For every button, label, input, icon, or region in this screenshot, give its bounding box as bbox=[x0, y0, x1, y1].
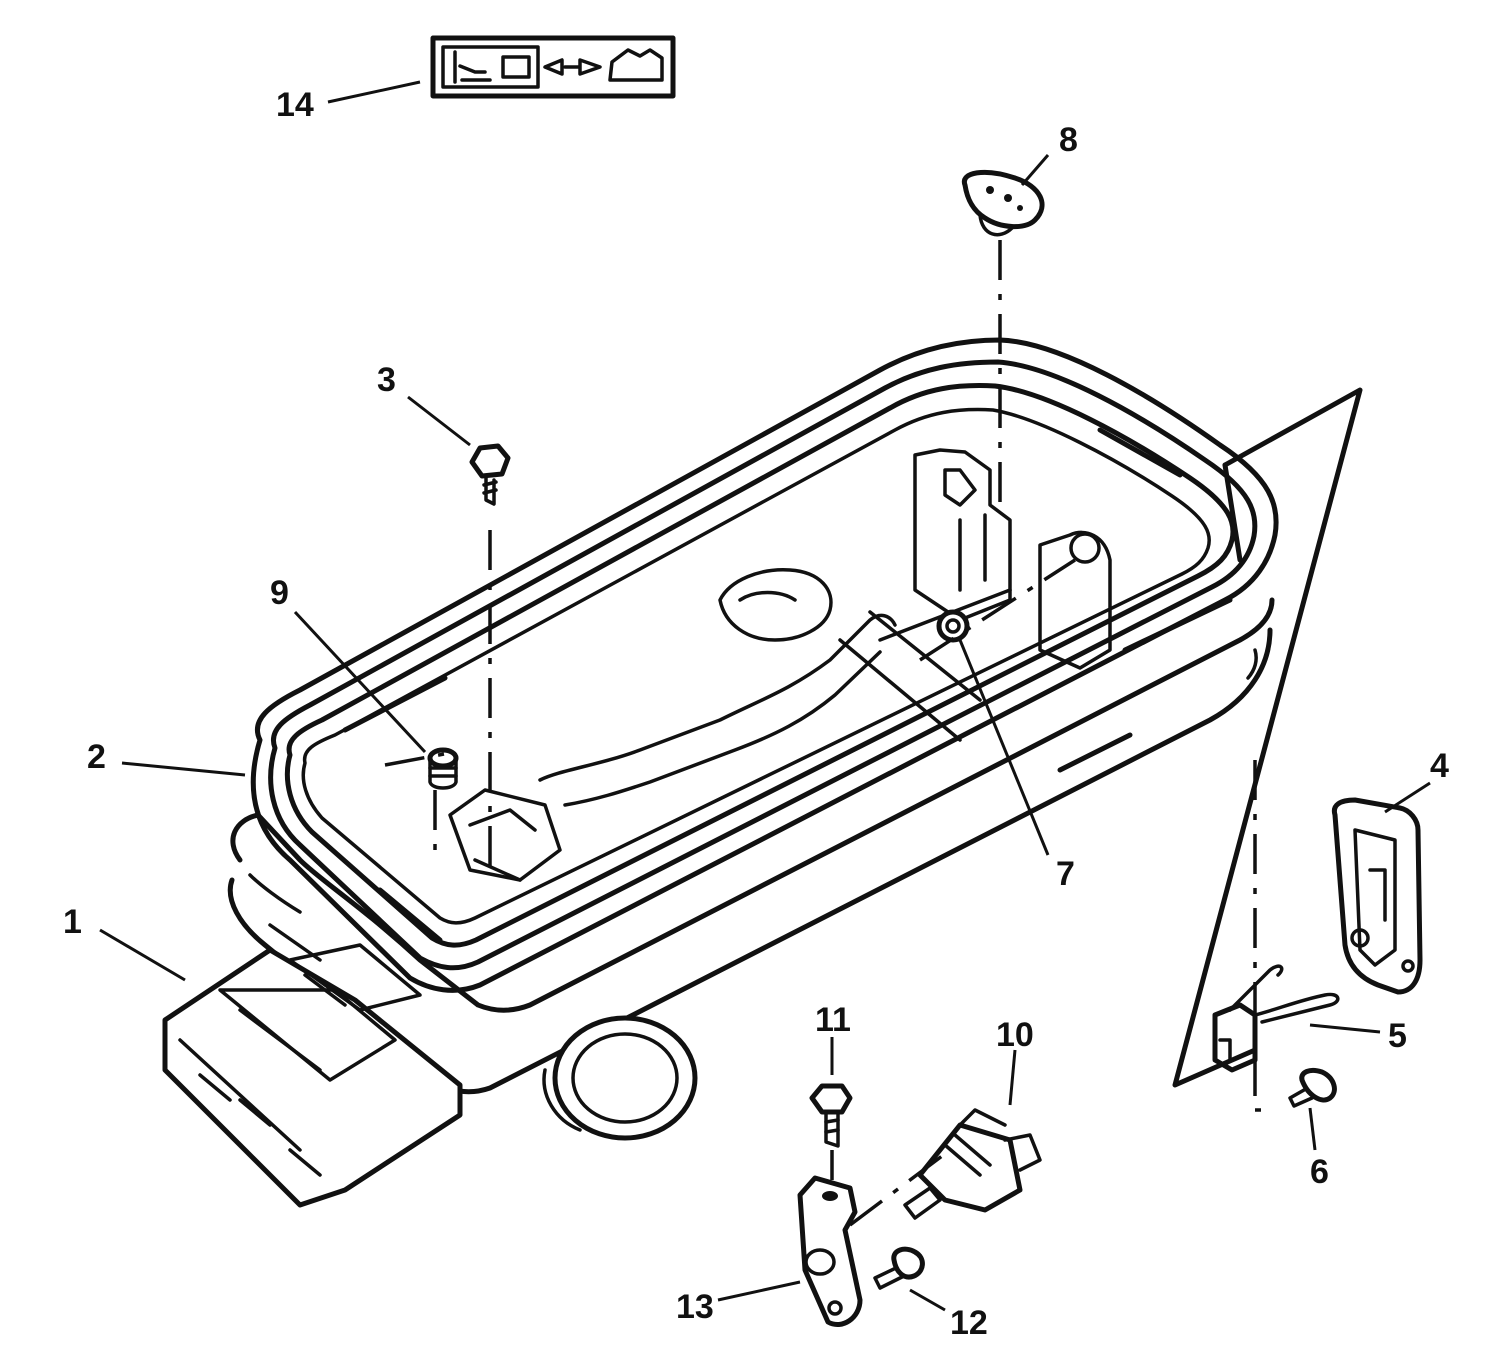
callout-10: 10 bbox=[996, 1016, 1034, 1054]
callout-11: 11 bbox=[815, 1001, 851, 1039]
part-12-screw bbox=[873, 1246, 925, 1290]
callout-labels: 1 2 3 4 5 6 7 8 9 10 11 12 13 14 bbox=[63, 86, 1449, 1342]
pan-interior bbox=[448, 448, 1112, 882]
exhaust-collar bbox=[542, 1015, 698, 1141]
callout-14: 14 bbox=[276, 86, 314, 124]
leader-lines bbox=[99, 80, 1431, 1312]
part-14-decal bbox=[430, 35, 676, 99]
callout-1: 1 bbox=[63, 903, 82, 941]
part-11-bolt bbox=[809, 1083, 853, 1148]
callout-5: 5 bbox=[1388, 1017, 1407, 1055]
part-2-cowl-pan bbox=[227, 337, 1279, 1095]
part-8-plug bbox=[961, 169, 1045, 237]
callout-13: 13 bbox=[676, 1288, 714, 1326]
callout-3: 3 bbox=[377, 361, 396, 399]
callout-12: 12 bbox=[950, 1304, 988, 1342]
callout-7: 7 bbox=[1056, 855, 1075, 893]
part-9-grommet bbox=[427, 747, 459, 790]
part-3-bolt bbox=[469, 443, 511, 506]
part-13-link-arm bbox=[797, 1175, 863, 1327]
callout-9: 9 bbox=[270, 574, 289, 612]
group-bracket-line bbox=[1172, 387, 1363, 1088]
part-1-latch-housing bbox=[162, 923, 463, 1208]
callout-2: 2 bbox=[87, 738, 106, 776]
callout-4: 4 bbox=[1430, 747, 1449, 785]
part-6-screw bbox=[1288, 1067, 1337, 1108]
callout-6: 6 bbox=[1310, 1153, 1329, 1191]
part-10-connector bbox=[903, 1108, 1042, 1220]
assembly-centerlines bbox=[384, 240, 1270, 1227]
callout-8: 8 bbox=[1059, 121, 1078, 159]
part-5-latch bbox=[1212, 964, 1340, 1073]
part-4-bracket bbox=[1331, 797, 1423, 995]
